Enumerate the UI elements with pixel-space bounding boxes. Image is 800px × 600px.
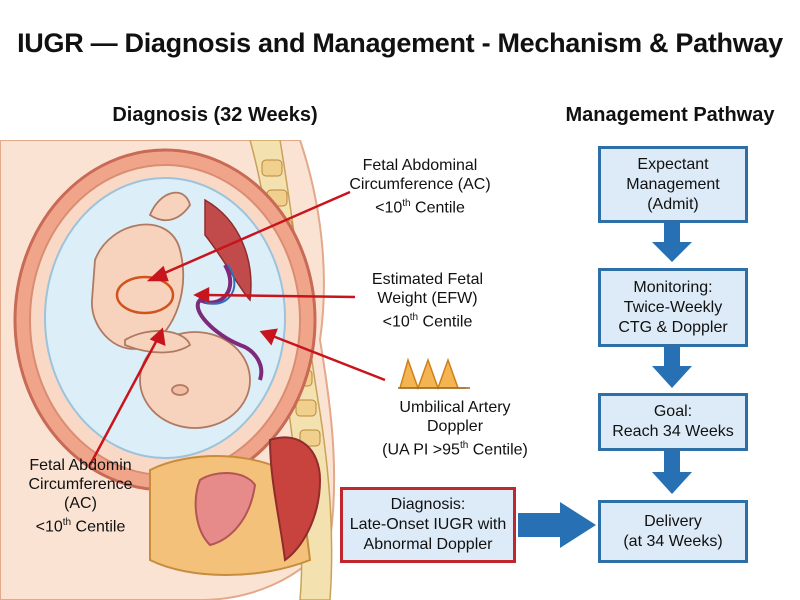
fetus — [91, 191, 251, 429]
diagnosis-box: Diagnosis: Late-Onset IUGR with Abnormal… — [340, 487, 516, 563]
pathway-arrow-1 — [652, 223, 692, 262]
pathway-step-goal: Goal:Reach 34 Weeks — [598, 393, 748, 451]
label-umbilical-artery-doppler: Umbilical Artery Doppler (UA PI >95th Ce… — [382, 399, 528, 459]
label-fetal-abdomin-circumference: Fetal Abdomin Circumference (AC) <10th C… — [28, 457, 133, 536]
pregnancy-cross-section-illustration — [0, 140, 386, 600]
diagnosis-to-delivery-arrow — [518, 502, 596, 548]
page-title: IUGR — Diagnosis and Management - Mechan… — [17, 28, 783, 58]
abdominal-circumference-marker — [115, 275, 175, 315]
placenta — [204, 198, 252, 302]
label-fetal-abdominal-circumference: Fetal Abdominal Circumference (AC) <10th… — [349, 157, 491, 217]
label-estimated-fetal-weight: Estimated Fetal Weight (EFW) <10th Centi… — [371, 271, 484, 331]
label-pointers — [88, 190, 386, 466]
pathway-arrow-3 — [652, 451, 692, 494]
doppler-waveform-icon — [398, 357, 470, 390]
pathway-arrow-2 — [652, 347, 692, 388]
pelvic-organs — [149, 436, 322, 576]
management-heading: Management Pathway — [565, 104, 775, 126]
diagnosis-heading: Diagnosis (32 Weeks) — [112, 104, 318, 126]
pathway-step-delivery: Delivery(at 34 Weeks) — [598, 500, 748, 563]
